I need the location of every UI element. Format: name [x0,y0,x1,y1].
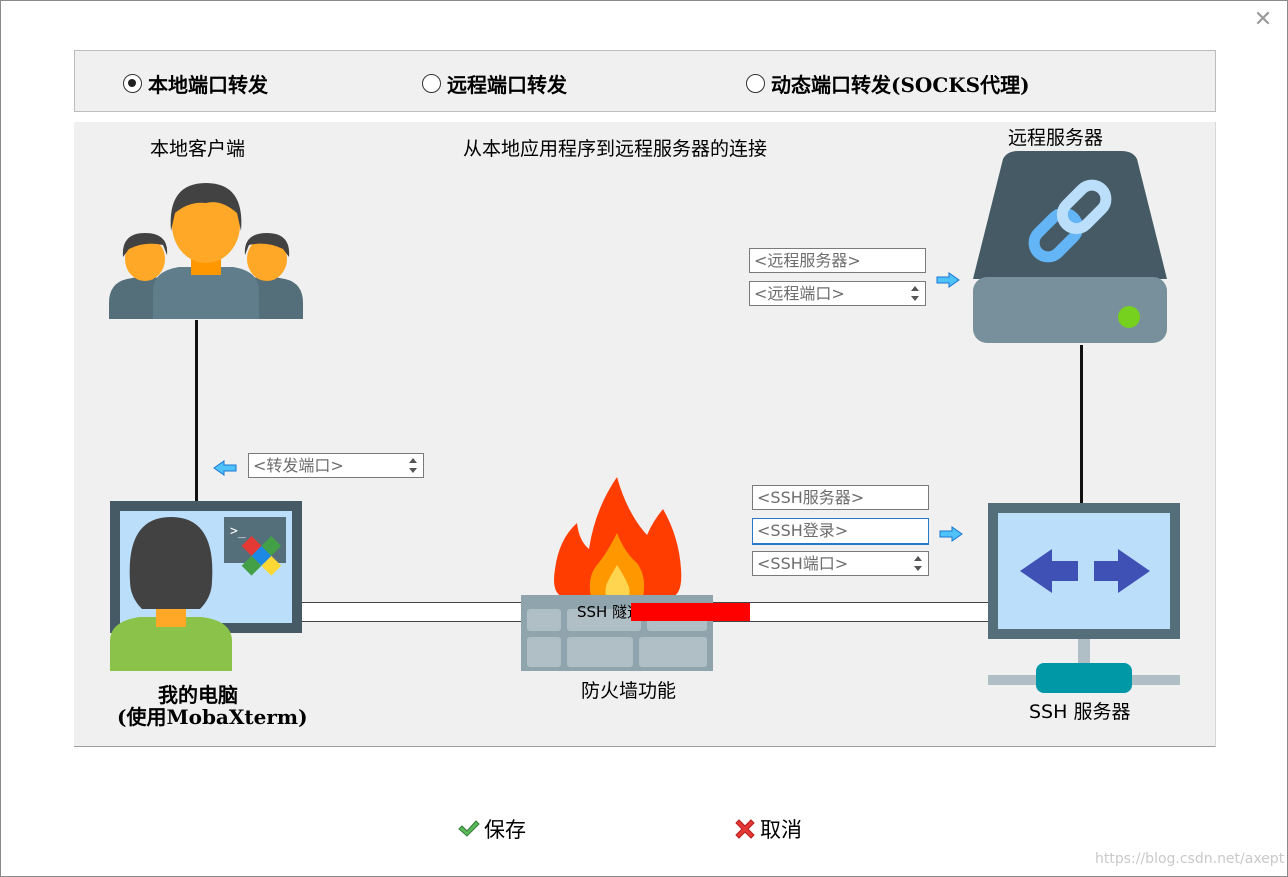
radio-local-forward[interactable]: 本地端口转发 [123,70,268,97]
radio-label: 远程端口转发 [447,72,567,97]
ssh-server-input[interactable]: <SSH服务器> [752,485,929,510]
check-icon [458,820,480,837]
close-icon[interactable]: ✕ [1253,7,1273,32]
ssh-login-input[interactable]: <SSH登录> [752,518,929,545]
save-button-label: 保存 [484,818,526,842]
radio-dot-icon [422,73,441,93]
ssh-server-label: SSH 服务器 [1029,701,1131,723]
arrow-right-small-icon [936,272,960,288]
redaction-block [631,603,750,621]
radio-label: 本地端口转发 [148,72,268,97]
save-button[interactable]: 保存 [458,814,526,844]
computer-user-icon: >_ [110,501,302,671]
radio-dot-selected-icon [123,73,142,93]
radio-remote-forward[interactable]: 远程端口转发 [422,70,567,97]
remote-port-input[interactable]: <远程端口> [749,281,926,306]
my-computer-sublabel: (使用MobaXterm) [117,705,308,729]
firewall-label: 防火墙功能 [581,680,677,702]
svg-text:>_: >_ [230,524,246,539]
mode-radio-group: 本地端口转发 远程端口转发 动态端口转发(SOCKS代理) [74,50,1216,112]
local-client-label: 本地客户端 [150,138,246,160]
forward-port-placeholder: <转发端口> [253,456,344,475]
arrow-right-small-icon [939,526,963,542]
ssh-tunnel-label: SSH 隧道 [577,603,643,621]
ssh-port-input[interactable]: <SSH端口> [752,551,929,576]
remote-port-placeholder: <远程端口> [754,284,845,303]
cancel-button-label: 取消 [760,818,802,842]
remote-server-label: 远程服务器 [1008,127,1104,149]
firewall-icon [521,477,713,671]
cancel-button[interactable]: 取消 [734,814,802,844]
server-link-icon [973,151,1167,343]
spinner-icon[interactable] [914,555,922,572]
watermark: https://blog.csdn.net/axept [1095,851,1285,867]
users-icon [109,183,303,319]
connector-line [195,320,198,502]
spinner-icon[interactable] [911,285,919,302]
x-icon [735,819,755,839]
ssh-server-icon [988,503,1180,693]
forward-port-input[interactable]: <转发端口> [248,453,424,478]
remote-server-input[interactable]: <远程服务器> [749,248,926,273]
spinner-icon[interactable] [409,457,417,474]
connector-line [1080,345,1083,503]
radio-dot-icon [746,73,765,93]
my-computer-label: 我的电脑 [158,683,238,707]
radio-label: 动态端口转发(SOCKS代理) [771,72,1030,97]
radio-dynamic-forward[interactable]: 动态端口转发(SOCKS代理) [746,70,1030,97]
arrow-left-small-icon [213,460,237,476]
ssh-port-placeholder: <SSH端口> [757,554,849,573]
connection-caption: 从本地应用程序到远程服务器的连接 [463,138,768,160]
